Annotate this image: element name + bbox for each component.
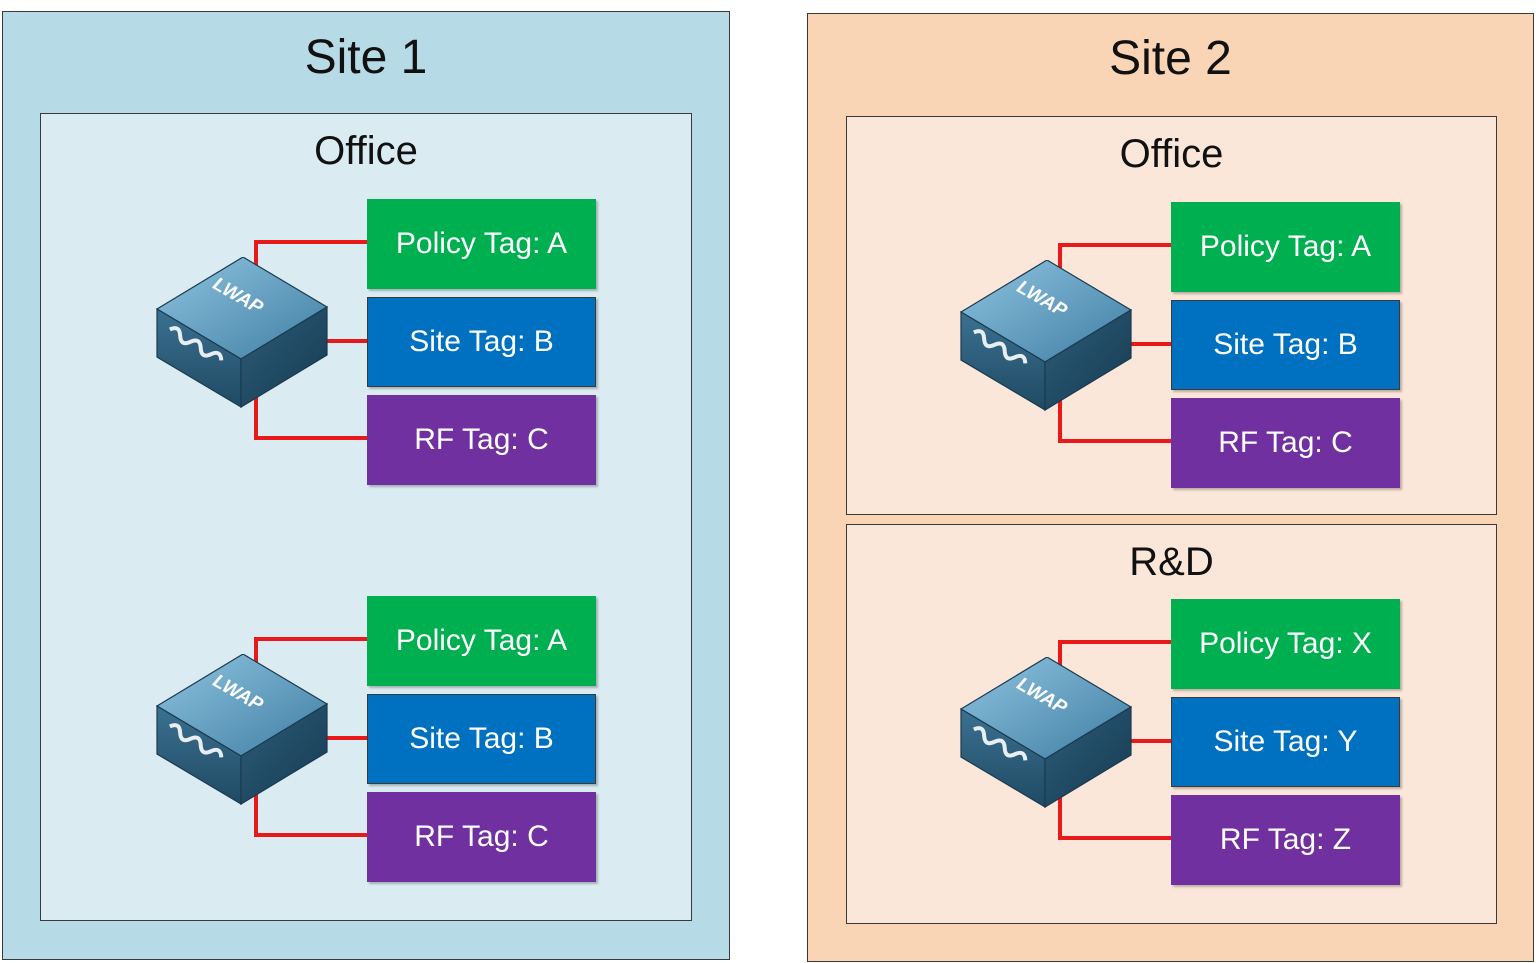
link-line: [1058, 244, 1062, 284]
link-line: [254, 389, 258, 439]
link-line: [254, 240, 367, 244]
area-title: Office: [314, 129, 418, 173]
rnd-area: R&D LWAP Policy Tag: X Site Tag: Y RF Ta…: [846, 524, 1497, 924]
link-line: [254, 638, 258, 678]
link-line: [254, 436, 367, 440]
lwap-access-point-icon: LWAP: [155, 654, 329, 806]
policy-tag-label: Policy Tag: A: [367, 199, 596, 289]
area-title: Office: [1119, 132, 1224, 176]
office-area: Office LWAP Policy Tag: A Site Tag: B RF…: [40, 113, 692, 921]
link-line: [327, 339, 367, 343]
site-title: Site 2: [1109, 32, 1232, 85]
access-point-group: LWAP Policy Tag: A Site Tag: B RF Tag: C: [155, 199, 607, 489]
rf-tag-label: RF Tag: C: [1171, 398, 1400, 488]
lwap-access-point-icon: LWAP: [155, 257, 329, 409]
link-line: [327, 736, 367, 740]
site-tag-label: Site Tag: B: [367, 297, 596, 387]
link-line: [1058, 640, 1171, 644]
rf-tag-label: RF Tag: C: [367, 792, 596, 882]
access-point-group: LWAP Policy Tag: A Site Tag: B RF Tag: C: [155, 596, 607, 886]
rf-tag-label: RF Tag: C: [367, 395, 596, 485]
link-line: [1058, 789, 1062, 839]
office-area: Office LWAP Policy Tag: A Site Tag: B RF…: [846, 116, 1497, 515]
link-line: [1131, 739, 1171, 743]
site-tag-label: Site Tag: B: [1171, 300, 1400, 390]
link-line: [254, 241, 258, 281]
rf-tag-label: RF Tag: Z: [1171, 795, 1400, 885]
link-line: [1058, 641, 1062, 681]
link-line: [1058, 392, 1062, 442]
site-1-container: Site 1 Office LWAP Policy Tag: A Site Ta…: [2, 11, 730, 960]
policy-tag-label: Policy Tag: A: [1171, 202, 1400, 292]
site-title: Site 1: [304, 31, 428, 84]
area-title: R&D: [1129, 540, 1214, 584]
lwap-access-point-icon: LWAP: [959, 657, 1133, 809]
link-line: [1058, 439, 1171, 443]
link-line: [1131, 342, 1171, 346]
site-2-container: Site 2 Office LWAP Policy Tag: A Site Ta…: [807, 13, 1534, 962]
site-tag-label: Site Tag: B: [367, 694, 596, 784]
link-line: [254, 833, 367, 837]
site-tag-label: Site Tag: Y: [1171, 697, 1400, 787]
access-point-group: LWAP Policy Tag: X Site Tag: Y RF Tag: Z: [959, 599, 1411, 889]
link-line: [254, 786, 258, 836]
link-line: [1058, 836, 1171, 840]
policy-tag-label: Policy Tag: A: [367, 596, 596, 686]
access-point-group: LWAP Policy Tag: A Site Tag: B RF Tag: C: [959, 202, 1411, 492]
link-line: [254, 637, 367, 641]
lwap-access-point-icon: LWAP: [959, 260, 1133, 412]
policy-tag-label: Policy Tag: X: [1171, 599, 1400, 689]
link-line: [1058, 243, 1171, 247]
